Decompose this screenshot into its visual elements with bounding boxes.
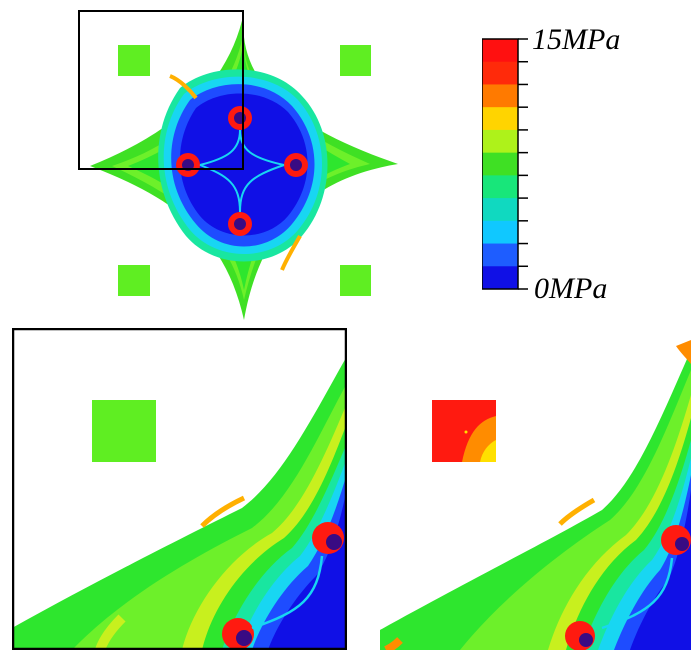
colorbar-cell bbox=[482, 198, 518, 222]
colorbar-cell bbox=[482, 152, 518, 176]
colorbar-cell bbox=[482, 220, 518, 245]
colorbar-cell bbox=[482, 175, 518, 199]
full-plate-stress-contour bbox=[78, 10, 398, 320]
zoom-region-frame bbox=[78, 10, 244, 170]
colorbar-graphic bbox=[482, 38, 528, 290]
colorbar-cell bbox=[482, 39, 518, 63]
colorbar-max-label: 15MPa bbox=[532, 23, 621, 56]
corner-square-bottom-right bbox=[340, 265, 371, 296]
corner-square-bottom-left bbox=[118, 265, 150, 296]
colorbar-cell bbox=[482, 61, 518, 85]
colorbar bbox=[482, 38, 528, 290]
colorbar-cell bbox=[482, 107, 518, 131]
colorbar-min-label: 0MPa bbox=[534, 272, 608, 305]
zoomed-stress-contour-right bbox=[380, 340, 691, 650]
corner-square-top-right bbox=[340, 45, 371, 76]
colorbar-cell bbox=[482, 129, 518, 154]
zoom-frame bbox=[12, 328, 347, 650]
colorbar-cell bbox=[482, 84, 518, 108]
inclusion-square-green bbox=[92, 400, 156, 462]
inclusion-square-stressed bbox=[432, 400, 496, 462]
colorbar-cell bbox=[482, 243, 518, 267]
colorbar-cell bbox=[482, 266, 518, 290]
corner-square-top-left bbox=[118, 45, 150, 76]
zoomed-stress-contour-left bbox=[12, 328, 347, 650]
